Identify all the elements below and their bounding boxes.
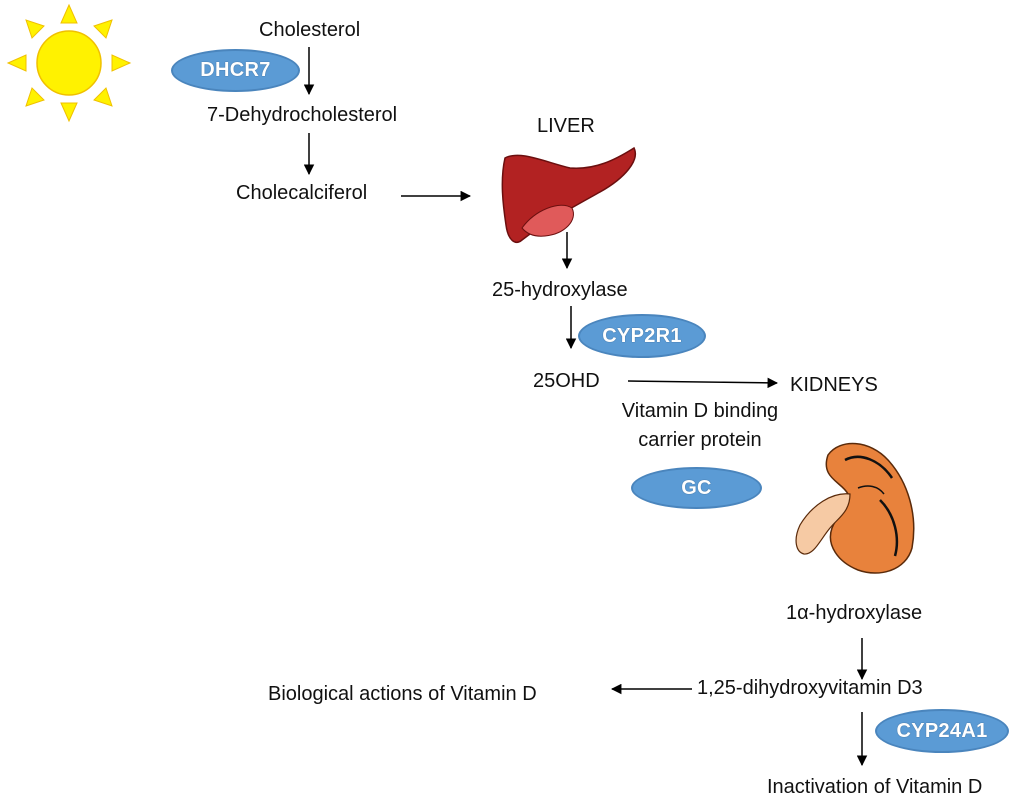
enzyme-dhcr7-badge: DHCR7	[171, 49, 300, 92]
label-cholecalciferol: Cholecalciferol	[236, 182, 368, 204]
arrow-25ohd-to-kidneys	[627, 377, 779, 389]
label-dihydroxyvitamin-d3: 1,25-dihydroxyvitamin D3	[697, 677, 923, 699]
label-25-hydroxylase: 25-hydroxylase	[492, 279, 628, 301]
enzyme-gc-badge: GC	[631, 467, 762, 509]
label-cholesterol: Cholesterol	[259, 19, 361, 41]
label-biological-actions: Biological actions of Vitamin D	[268, 683, 537, 705]
label-liver: LIVER	[537, 115, 595, 137]
label-vitamin-d-binding: Vitamin D binding	[621, 400, 779, 422]
label-carrier-protein: carrier protein	[638, 429, 762, 451]
label-7-dehydrocholesterol: 7-Dehydrocholesterol	[207, 104, 398, 126]
label-25ohd: 25OHD	[533, 370, 600, 392]
sun-icon	[6, 3, 132, 123]
label-1a-hydroxylase: 1α-hydroxylase	[786, 602, 923, 624]
liver-icon	[501, 146, 636, 244]
label-inactivation: Inactivation of Vitamin D	[767, 776, 983, 798]
label-kidneys: KIDNEYS	[790, 374, 878, 396]
enzyme-cyp2r1-badge: CYP2R1	[578, 314, 706, 358]
kidney-icon	[795, 442, 915, 574]
enzyme-cyp24a1-badge: CYP24A1	[875, 709, 1009, 753]
